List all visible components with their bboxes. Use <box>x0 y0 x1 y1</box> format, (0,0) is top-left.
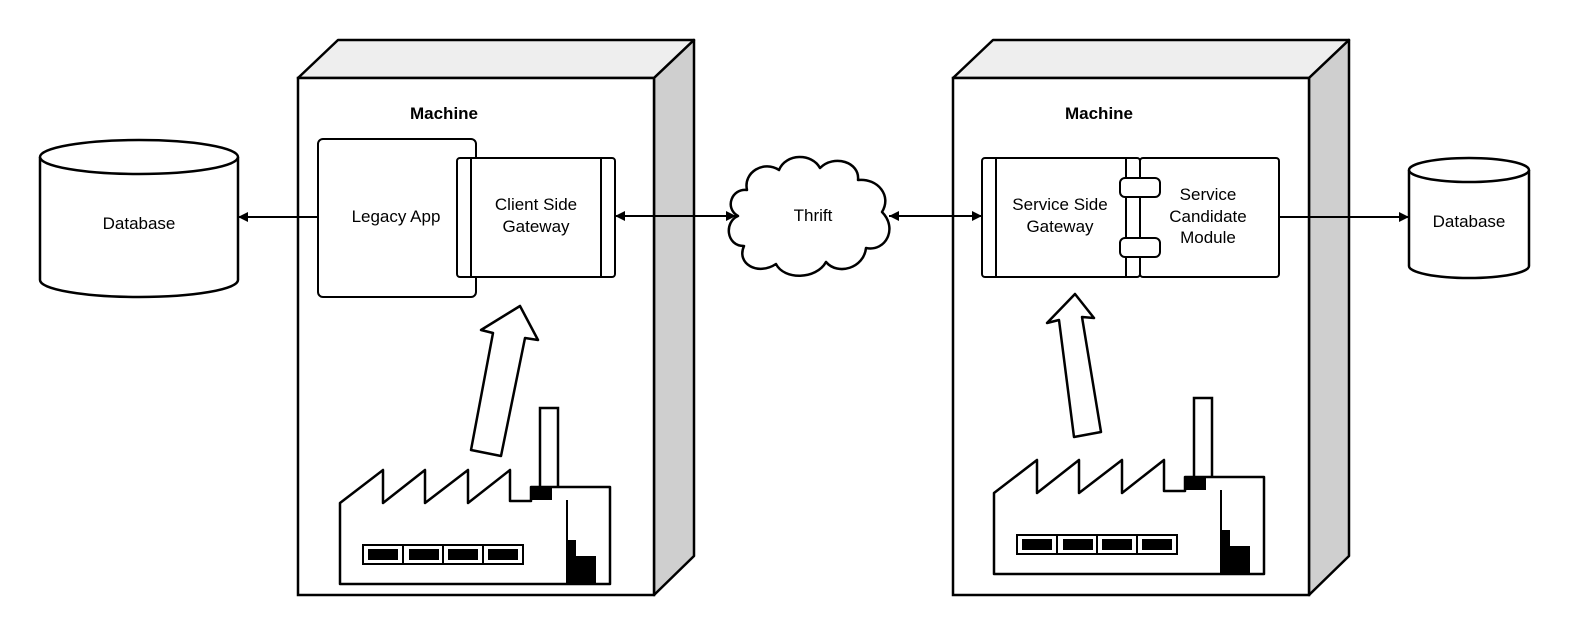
left-deploy-arrow-icon <box>469 304 540 458</box>
left-machine: Machine Legacy App Client Side Gateway <box>296 38 696 597</box>
module-label-line2: Candidate <box>1169 207 1247 226</box>
service-gateway-label-line2: Gateway <box>1026 217 1094 236</box>
left-factory-icon <box>338 406 612 586</box>
service-gateway-label-line1: Service Side <box>1012 195 1107 214</box>
right-machine: Machine Service Side Gateway Service Can… <box>951 38 1351 597</box>
right-factory-icon <box>992 396 1266 576</box>
right-deploy-arrow-icon <box>1045 292 1103 439</box>
client-gateway-label-line2: Gateway <box>502 217 570 236</box>
client-gateway-label-line1: Client Side <box>495 195 577 214</box>
left-machine-title: Machine <box>410 104 478 123</box>
thrift-label: Thrift <box>794 206 833 225</box>
service-candidate-module: Service Candidate Module <box>1119 157 1280 278</box>
thrift-cloud: Thrift <box>727 155 891 277</box>
left-database-label: Database <box>103 214 176 233</box>
module-label-line3: Module <box>1180 228 1236 247</box>
right-database-label: Database <box>1433 212 1506 231</box>
module-label-line1: Service <box>1180 185 1237 204</box>
module-port-top-icon <box>1119 177 1161 198</box>
module-port-bottom-icon <box>1119 237 1161 258</box>
right-machine-title: Machine <box>1065 104 1133 123</box>
legacy-app-component: Legacy App <box>317 138 477 298</box>
left-database: Database <box>38 138 240 299</box>
service-side-gateway: Service Side Gateway <box>981 157 1141 278</box>
legacy-app-label: Legacy App <box>352 207 441 226</box>
right-database: Database <box>1407 156 1531 280</box>
client-side-gateway: Client Side Gateway <box>456 157 616 278</box>
